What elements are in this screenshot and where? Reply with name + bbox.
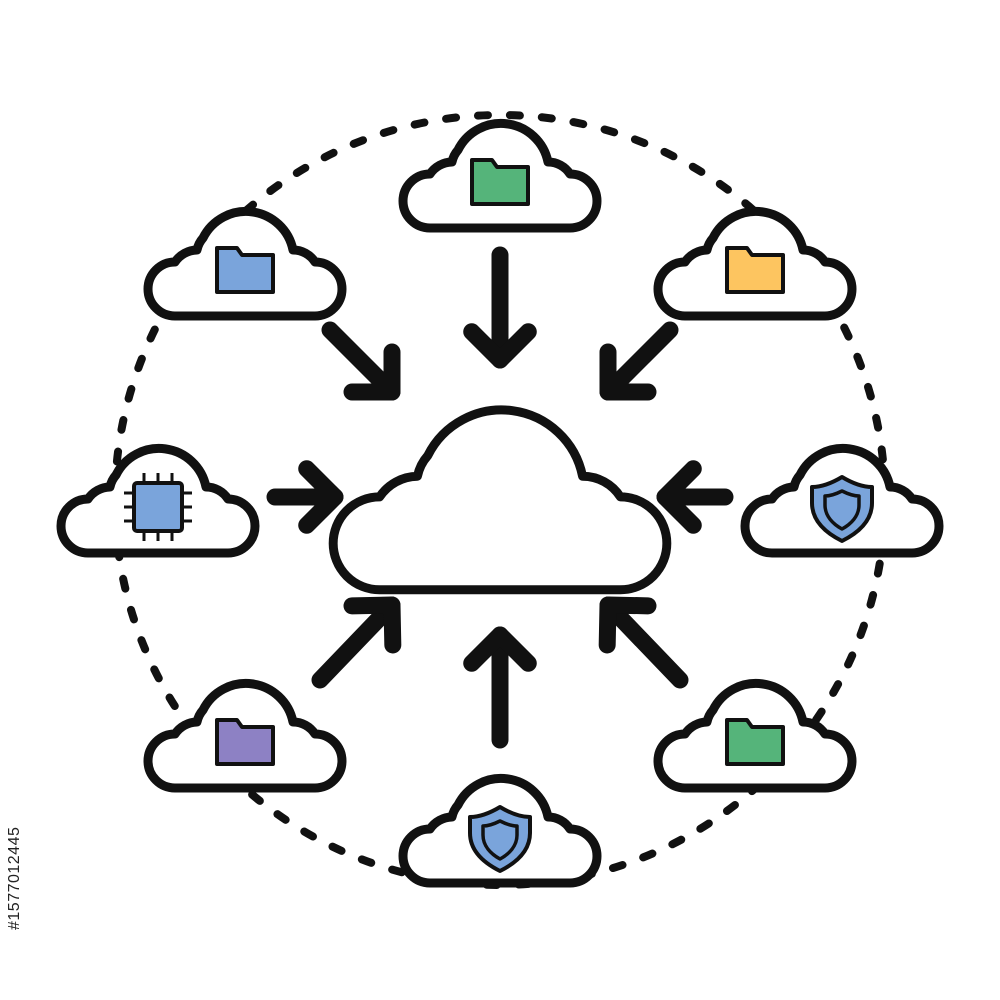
arrow-top-left [321, 321, 401, 401]
cloud-node-top-right [658, 211, 852, 316]
arrow-left [266, 460, 344, 534]
stock-image-id: #1577012445 [6, 826, 23, 930]
folder-icon [215, 718, 275, 766]
cloud-node-bottom-right [658, 683, 852, 788]
central-cloud-hub [333, 410, 667, 590]
cloud-node-bottom [403, 778, 597, 883]
shield-icon [810, 475, 874, 543]
chip-icon [124, 473, 192, 541]
cloud-node-bottom-left [148, 683, 342, 788]
arrows-group [266, 246, 734, 749]
arrow-top-right [599, 321, 679, 401]
arrow-bottom-right [598, 596, 689, 689]
cloud-node-top [403, 123, 597, 228]
arrow-top [463, 246, 537, 369]
folder-icon [725, 246, 785, 294]
cloud-node-right [745, 448, 939, 553]
folder-icon [725, 718, 785, 766]
shield-icon [468, 805, 532, 873]
arrow-right [656, 460, 734, 534]
arrow-bottom-left [311, 596, 402, 689]
arrow-bottom [463, 626, 537, 749]
cloud-node-left [61, 448, 255, 553]
cloud-node-top-left [148, 211, 342, 316]
folder-icon [215, 246, 275, 294]
folder-icon [470, 158, 530, 206]
satellite-clouds [61, 123, 939, 883]
